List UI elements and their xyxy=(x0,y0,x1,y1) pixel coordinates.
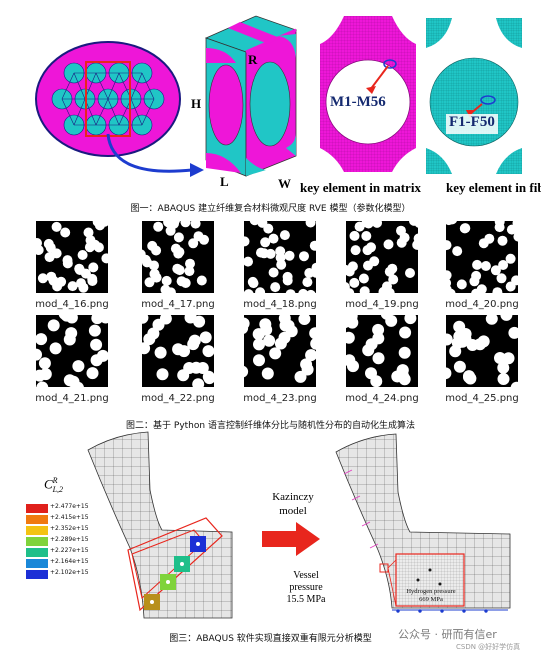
kazinczy-line-1: Kazinczy xyxy=(272,491,314,503)
microstructure-thumbnail xyxy=(142,221,214,293)
vessel-line-2: pressure xyxy=(289,582,323,593)
kazinczy-label: Kazinczy model xyxy=(258,490,328,518)
legend-value: +2.227e+15 xyxy=(50,547,89,554)
fiber-mesh-panel xyxy=(426,18,522,174)
legend-value: +2.102e+15 xyxy=(50,569,89,576)
thumbnail-label: mod_4_20.png xyxy=(445,299,519,310)
key-element-fiber-label: key element in fiber xyxy=(446,180,541,195)
figure-1-caption: 图一：ABAQUS 建立纤维复合材料微观尺度 RVE 模型（参数化模型） xyxy=(130,204,411,214)
vessel-line-3: 15.5 MPa xyxy=(286,594,326,605)
legend-swatch xyxy=(26,537,48,546)
thumbnail-label: mod_4_23.png xyxy=(243,393,317,404)
hydrogen-line-1: Hydrogen pressure xyxy=(406,588,456,595)
right-mesh-model xyxy=(335,433,511,613)
label-L: L xyxy=(220,174,229,189)
legend-title-main: C xyxy=(44,476,53,492)
microstructure-thumbnail xyxy=(36,221,108,293)
legend-swatch xyxy=(26,570,48,579)
fiber-arrangement-ellipse xyxy=(35,41,181,157)
thumbnail-label: mod_4_18.png xyxy=(243,299,317,310)
matrix-mesh-panel xyxy=(320,16,416,172)
rve-3d-box xyxy=(204,15,298,177)
thumbnail-label: mod_4_24.png xyxy=(345,393,419,404)
thumbnail-label: mod_4_25.png xyxy=(445,393,519,404)
legend-title-sup: R xyxy=(52,476,58,485)
microstructure-thumbnail xyxy=(446,315,518,387)
label-R: R xyxy=(248,52,258,67)
thumbnail-label: mod_4_19.png xyxy=(345,299,419,310)
curved-arrow xyxy=(106,133,204,177)
watermark-credit: CSDN @好好学仿真 xyxy=(456,643,521,651)
kazinczy-line-2: model xyxy=(279,505,307,517)
microstructure-thumbnail xyxy=(36,315,108,387)
thumbnail-label: mod_4_16.png xyxy=(35,299,109,310)
label-H: H xyxy=(191,96,202,111)
watermark-brand: 公众号 · 研而有信er xyxy=(398,628,497,641)
microstructure-thumbnail xyxy=(346,315,418,387)
vessel-line-1: Vessel xyxy=(293,570,319,581)
microstructure-thumbnail xyxy=(346,221,418,293)
legend-value: +2.164e+15 xyxy=(50,558,89,565)
hydrogen-pressure-label: Hydrogen pressure 669 MPa xyxy=(398,588,464,604)
legend-title-sub: L,2 xyxy=(52,484,64,494)
legend-value: +2.477e+15 xyxy=(50,503,89,510)
legend-swatch xyxy=(26,515,48,524)
legend-title: CRL,2 xyxy=(44,476,63,494)
thumbnail-label: mod_4_17.png xyxy=(141,299,215,310)
figure-2-caption: 图二：基于 Python 语言控制纤维体分比与随机性分布的自动化生成算法 xyxy=(126,421,415,431)
contour-legend: +2.477e+15 +2.415e+15 +2.352e+15 +2.289e+15… xyxy=(26,503,116,584)
figure-2: mod_4_16.png mod_4_17.png mod_4_18.png mod_… xyxy=(0,215,541,431)
legend-swatch xyxy=(26,526,48,535)
microstructure-thumbnail xyxy=(244,221,316,293)
label-W: W xyxy=(278,176,291,191)
matrix-element-id: M1-M56 xyxy=(330,94,386,110)
figure-3-caption: 图三：ABAQUS 软件实现直接双重有限元分析模型 xyxy=(169,634,372,644)
vessel-pressure-label: Vessel pressure 15.5 MPa xyxy=(276,570,336,606)
legend-swatch xyxy=(26,559,48,568)
microstructure-thumbnail xyxy=(244,315,316,387)
thumbnail-label: mod_4_21.png xyxy=(35,393,109,404)
figure-1: R H L W M1-M56 xyxy=(0,0,541,215)
microstructure-thumbnail xyxy=(142,315,214,387)
figure-3: CRL,2 +2.477e+15 +2.415e+15 +2.352e+15 +2.2… xyxy=(0,430,541,654)
legend-value: +2.289e+15 xyxy=(50,536,89,543)
kazinczy-arrow xyxy=(262,522,320,556)
key-element-matrix-label: key element in matrix xyxy=(300,180,421,195)
fiber-element-id: F1-F50 xyxy=(449,114,495,130)
legend-value: +2.415e+15 xyxy=(50,514,89,521)
hydrogen-line-2: 669 MPa xyxy=(419,596,443,603)
left-mesh-model xyxy=(87,431,233,619)
legend-value: +2.352e+15 xyxy=(50,525,89,532)
legend-swatch xyxy=(26,504,48,513)
microstructure-thumbnail xyxy=(446,221,518,293)
thumbnail-label: mod_4_22.png xyxy=(141,393,215,404)
legend-swatch xyxy=(26,548,48,557)
